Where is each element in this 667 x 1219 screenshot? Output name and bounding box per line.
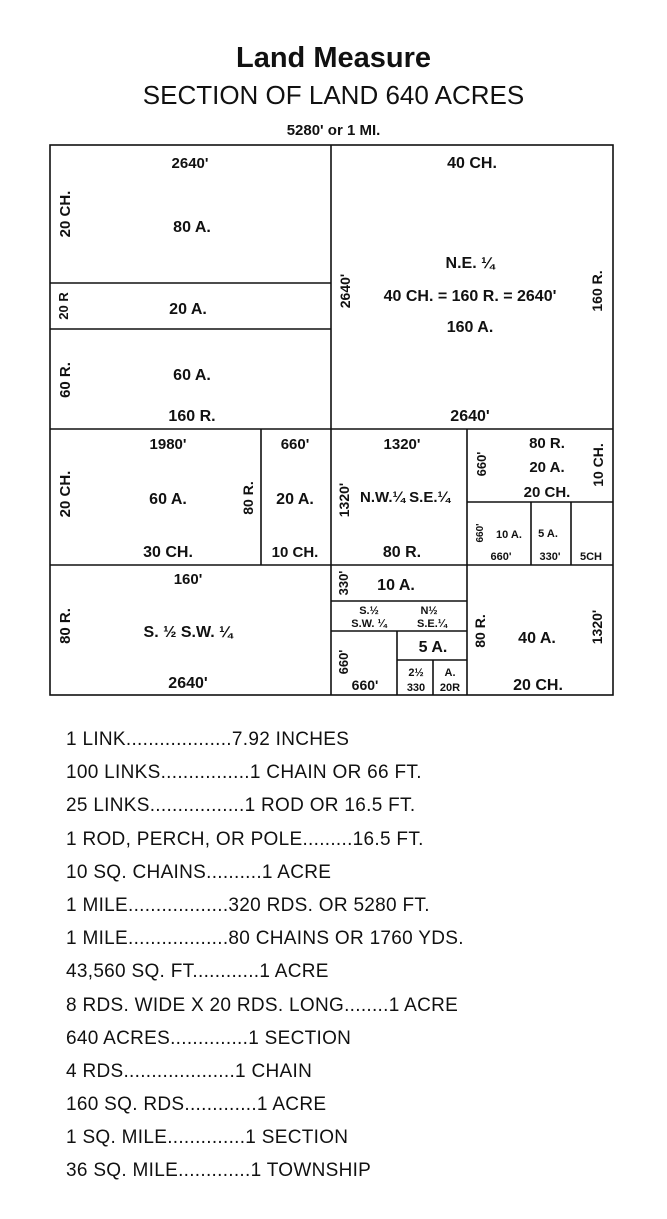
ne-label: N.E. ¼ bbox=[446, 255, 497, 272]
se-80r: 80 R. bbox=[472, 614, 488, 647]
ss-160: 160' bbox=[174, 571, 203, 588]
sw-20ch: 20 CH. bbox=[57, 471, 74, 518]
c-80r-top: 80 R. bbox=[529, 435, 565, 452]
sw-60a: 60 A. bbox=[149, 491, 187, 508]
c-20a: 20 A. bbox=[529, 459, 564, 476]
m-660-side: 660' bbox=[336, 650, 351, 675]
measure-row: 8 RDS. WIDE X 20 RDS. LONG........1 ACRE bbox=[66, 994, 459, 1016]
m-se-quarter: S.E.¼ bbox=[417, 618, 448, 630]
ne-left-dim: 2640' bbox=[337, 274, 353, 308]
c-660-side: 660' bbox=[474, 452, 489, 477]
sw-1980: 1980' bbox=[150, 436, 187, 453]
c-10a: 10 A. bbox=[496, 529, 522, 541]
measure-row: 43,560 SQ. FT............1 ACRE bbox=[66, 961, 329, 983]
c-80r: 80 R. bbox=[383, 544, 421, 561]
ne-40ch: 40 CH. bbox=[447, 155, 497, 172]
nw-60r: 60 R. bbox=[57, 362, 74, 398]
se-40a: 40 A. bbox=[518, 630, 556, 647]
nw-20r: 20 R bbox=[56, 292, 71, 320]
ne-bottom-dim: 2640' bbox=[450, 408, 489, 425]
m-n-half: N½ bbox=[420, 605, 437, 617]
measure-row: 160 SQ. RDS.............1 ACRE bbox=[66, 1094, 327, 1116]
ss-80r: 80 R. bbox=[57, 608, 74, 644]
m-10a: 10 A. bbox=[377, 577, 415, 594]
nw-160r: 160 R. bbox=[168, 408, 215, 425]
m-20r: 20R bbox=[440, 682, 460, 694]
c-5ch: 5CH bbox=[580, 551, 602, 563]
m-330-side: 330' bbox=[336, 571, 351, 596]
measure-row: 100 LINKS................1 CHAIN OR 66 F… bbox=[66, 762, 422, 784]
c-5a: 5 A. bbox=[538, 528, 558, 540]
page-title: Land Measure bbox=[236, 42, 431, 74]
measure-row: 4 RDS....................1 CHAIN bbox=[66, 1060, 313, 1082]
c-660-small: 660' bbox=[475, 523, 486, 542]
se-1320: 1320' bbox=[589, 610, 605, 644]
sw-80r: 80 R. bbox=[240, 481, 256, 514]
measure-row: 640 ACRES..............1 SECTION bbox=[66, 1027, 352, 1049]
measure-row: 10 SQ. CHAINS..........1 ACRE bbox=[66, 861, 332, 883]
measure-row: 1 MILE..................80 CHAINS OR 176… bbox=[66, 928, 464, 950]
c-20ch: 20 CH. bbox=[524, 484, 571, 501]
m-5a: 5 A. bbox=[419, 639, 448, 656]
c-660-bottom: 660' bbox=[491, 551, 512, 563]
measure-row: 1 ROD, PERCH, OR POLE.........16.5 FT. bbox=[66, 828, 424, 850]
measure-row: 25 LINKS.................1 ROD OR 16.5 F… bbox=[66, 795, 416, 817]
c-1320: 1320' bbox=[384, 436, 421, 453]
se-20ch: 20 CH. bbox=[513, 677, 563, 694]
section-width-label: 5280' or 1 MI. bbox=[286, 122, 381, 139]
measure-row: 1 LINK...................7.92 INCHES bbox=[66, 729, 350, 750]
page-subtitle: SECTION OF LAND 640 ACRES bbox=[142, 80, 525, 110]
nw-side-dim: 20 CH. bbox=[57, 191, 74, 238]
c-nwse-label: N.W.¼ S.E.¼ bbox=[360, 489, 452, 506]
m-660-bottom: 660' bbox=[352, 677, 379, 693]
c-10ch: 10 CH. bbox=[590, 443, 606, 487]
sw-20a: 20 A. bbox=[276, 491, 314, 508]
nw-60a: 60 A. bbox=[173, 367, 211, 384]
nw-80a: 80 A. bbox=[173, 219, 211, 236]
nw-top-dim: 2640' bbox=[172, 155, 209, 172]
sw-660: 660' bbox=[281, 436, 310, 453]
ss-2640: 2640' bbox=[168, 675, 207, 692]
measure-row: 1 SQ. MILE..............1 SECTION bbox=[66, 1127, 349, 1149]
nw-20a: 20 A. bbox=[169, 301, 207, 318]
m-2half: 2½ bbox=[408, 667, 423, 679]
measure-row: 36 SQ. MILE.............1 TOWNSHIP bbox=[66, 1160, 372, 1182]
section-diagram: 2640' 20 CH. 80 A. 20 R 20 A. 60 R. 60 A… bbox=[49, 144, 614, 696]
ne-160a: 160 A. bbox=[447, 319, 494, 336]
ss-label: S. ½ S.W. ¼ bbox=[144, 624, 235, 641]
sw-10ch: 10 CH. bbox=[272, 544, 319, 561]
c-330: 330' bbox=[540, 551, 561, 563]
measure-table: 1 LINK...................7.92 INCHES 100… bbox=[66, 723, 656, 1188]
sw-30ch: 30 CH. bbox=[143, 544, 193, 561]
m-sw-quarter: S.W. ¼ bbox=[351, 618, 387, 630]
m-s-half: S.½ bbox=[359, 605, 379, 617]
ne-right-dim: 160 R. bbox=[589, 270, 605, 311]
measure-row: 1 MILE..................320 RDS. OR 5280… bbox=[66, 894, 430, 916]
m-330: 330 bbox=[407, 682, 425, 694]
c-1320-side: 1320' bbox=[336, 483, 352, 517]
m-a: A. bbox=[445, 667, 456, 679]
section-grid-lines bbox=[49, 144, 614, 696]
ne-equation: 40 CH. = 160 R. = 2640' bbox=[384, 288, 557, 305]
